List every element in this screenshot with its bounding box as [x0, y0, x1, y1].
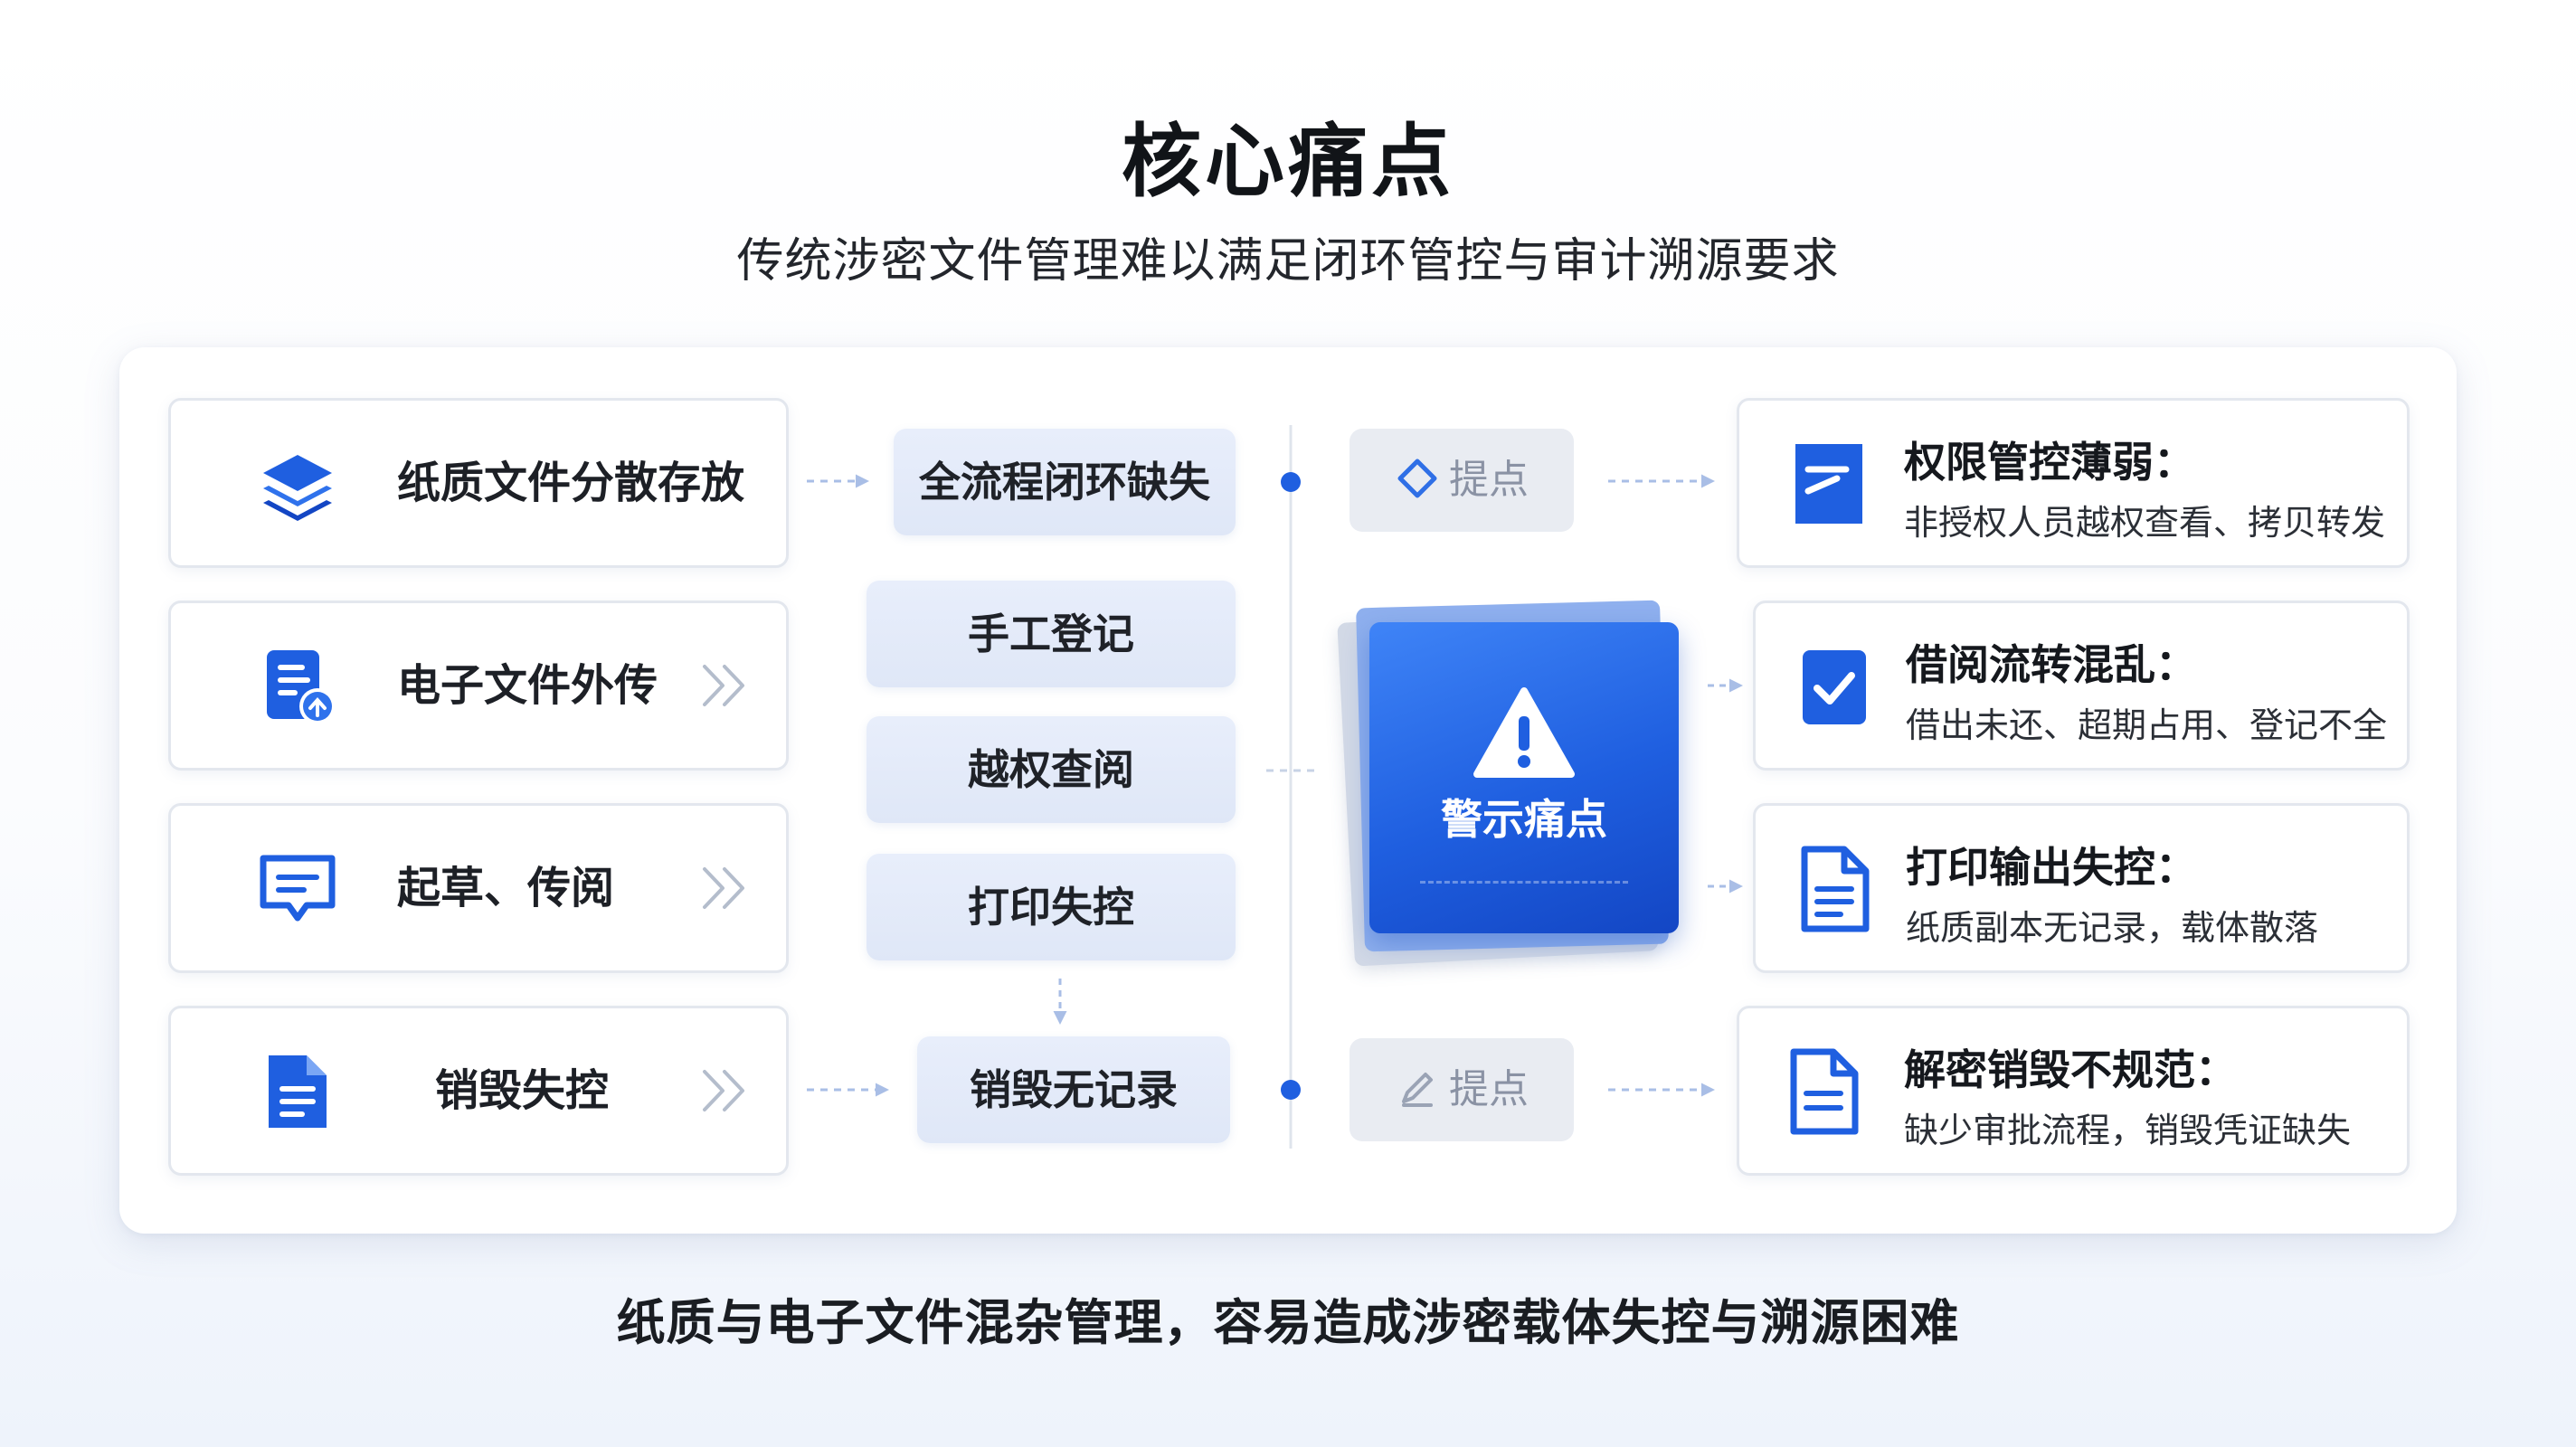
layers-icon — [263, 455, 332, 521]
pen-icon — [1402, 1073, 1433, 1107]
mid-item-destroy-no-record: 销毁无记录 — [917, 1036, 1230, 1143]
chevron-double-right-icon — [703, 1070, 744, 1111]
left-item-electronic-leak: 电子文件外传 — [168, 601, 789, 771]
edit-document-icon — [1795, 444, 1862, 524]
warning-label: 警示痛点 — [1441, 795, 1607, 844]
warning-card: 警示痛点 — [1369, 622, 1679, 933]
left-item-paper-storage: 纸质文件分散存放 — [168, 398, 789, 568]
right-item-title: 借阅流转混乱： — [1906, 640, 2197, 689]
left-item-destroy: 销毁失控 — [168, 1006, 789, 1176]
page-subtitle: 传统涉密文件管理难以满足闭环管控与审计溯源要求 — [736, 234, 1840, 288]
left-item-label: 起草、传阅 — [397, 863, 615, 913]
right-item-desc: 纸质副本无记录，载体散落 — [1906, 908, 2319, 948]
message-icon — [260, 855, 336, 922]
right-item-title: 解密销毁不规范： — [1904, 1045, 2237, 1094]
document-icon — [269, 1055, 327, 1128]
hint-label: 提点 — [1449, 457, 1529, 503]
document-icon — [1801, 846, 1870, 932]
left-item-draft-circulate: 起草、传阅 — [168, 803, 789, 973]
page-title: 核心痛点 — [1121, 115, 1454, 208]
right-item-title: 权限管控薄弱： — [1904, 438, 2195, 487]
mid-item-closed-loop: 全流程闭环缺失 — [894, 429, 1236, 535]
chevron-double-right-icon — [703, 665, 744, 706]
hint-badge-top: 提点 — [1350, 429, 1574, 532]
right-item-borrowing: 借阅流转混乱： 借出未还、超期占用、登记不全 — [1753, 601, 2410, 771]
right-item-permission: 权限管控薄弱： 非授权人员越权查看、拷贝转发 — [1737, 398, 2410, 568]
warning-divider — [1420, 881, 1628, 884]
footer-summary: 纸质与电子文件混杂管理，容易造成涉密载体失控与溯源困难 — [616, 1294, 1960, 1351]
right-item-desc: 非授权人员越权查看、拷贝转发 — [1904, 503, 2386, 543]
right-item-desc: 缺少审批流程，销毁凭证缺失 — [1904, 1111, 2352, 1150]
flow-dot — [1281, 472, 1301, 492]
right-item-print: 打印输出失控： 纸质副本无记录，载体散落 — [1753, 803, 2410, 973]
hint-badge-bottom: 提点 — [1350, 1038, 1574, 1141]
mid-item-print-out-of-control: 打印失控 — [867, 854, 1236, 960]
left-item-label: 电子文件外传 — [397, 660, 658, 711]
mid-item-unauthorized-access: 越权查阅 — [867, 716, 1236, 823]
flow-dot — [1281, 1080, 1301, 1100]
right-item-desc: 借出未还、超期占用、登记不全 — [1906, 705, 2388, 745]
mid-item-manual-register: 手工登记 — [867, 581, 1236, 687]
left-item-label: 销毁失控 — [435, 1065, 610, 1116]
diamond-icon — [1397, 459, 1437, 498]
document-upload-icon — [267, 650, 336, 724]
checkbox-icon — [1803, 650, 1866, 724]
chevron-double-right-icon — [703, 867, 744, 909]
right-item-decrypt-destroy: 解密销毁不规范： 缺少审批流程，销毁凭证缺失 — [1737, 1006, 2410, 1176]
document-icon — [1790, 1048, 1859, 1135]
warning-icon — [1473, 687, 1575, 778]
left-item-label: 纸质文件分散存放 — [397, 458, 745, 508]
hint-label: 提点 — [1449, 1066, 1529, 1112]
right-item-title: 打印输出失控： — [1906, 843, 2197, 892]
